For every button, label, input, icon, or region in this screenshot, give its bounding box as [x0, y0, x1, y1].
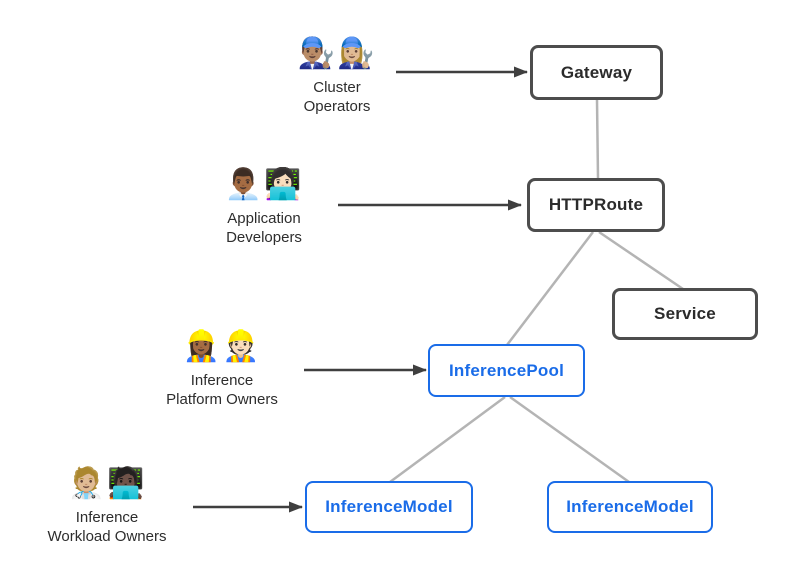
persona-inference-platform-owners: 👷🏾‍♀️👷🏻 Inference Platform Owners	[137, 327, 307, 409]
edge-httproute-service	[598, 230, 684, 291]
persona-arrows	[193, 66, 528, 513]
node-inferencemodel-right-label: InferenceModel	[566, 497, 694, 516]
persona-label: Inference Platform Owners	[166, 372, 278, 408]
developers-emoji-icon: 👨🏾‍💼👩🏻‍💻	[224, 168, 304, 201]
persona-label: Inference Workload Owners	[47, 509, 167, 545]
persona-application-developers: 👨🏾‍💼👩🏻‍💻 Application Developers	[179, 165, 349, 247]
persona-label: Application Developers	[226, 210, 302, 246]
node-inferencepool: InferencePool	[428, 344, 585, 397]
node-inferencemodel-right: InferenceModel	[547, 481, 713, 533]
node-inferencemodel-left: InferenceModel	[305, 481, 473, 533]
workload-owners-emoji-icon: 🧑🏼‍⚕️🧑🏿‍💻	[67, 467, 147, 500]
edge-gateway-httproute	[595, 99, 600, 179]
node-inferencemodel-left-label: InferenceModel	[325, 497, 453, 516]
node-gateway: Gateway	[530, 45, 663, 100]
edge-inferencepool-inferencemodel-right	[509, 395, 630, 484]
node-inferencepool-label: InferencePool	[448, 360, 565, 380]
persona-label: Cluster Operators	[303, 79, 371, 115]
node-service-label: Service	[654, 304, 716, 323]
construction-workers-emoji-icon: 👷🏾‍♀️👷🏻	[182, 330, 262, 363]
node-gateway-label: Gateway	[560, 62, 633, 82]
edge-inferencepool-inferencemodel-left	[389, 395, 506, 484]
persona-cluster-operators: 👨🏽‍🔧👩🏼‍🔧 Cluster Operators	[252, 34, 422, 116]
node-service: Service	[612, 288, 758, 340]
node-httproute: HTTPRoute	[527, 178, 665, 232]
node-httproute-label: HTTPRoute	[548, 195, 644, 214]
persona-inference-workload-owners: 🧑🏼‍⚕️🧑🏿‍💻 Inference Workload Owners	[22, 464, 192, 546]
edge-httproute-inferencepool	[506, 231, 594, 346]
connector-lines	[389, 99, 684, 484]
mechanics-emoji-icon: 👨🏽‍🔧👩🏼‍🔧	[297, 37, 377, 70]
